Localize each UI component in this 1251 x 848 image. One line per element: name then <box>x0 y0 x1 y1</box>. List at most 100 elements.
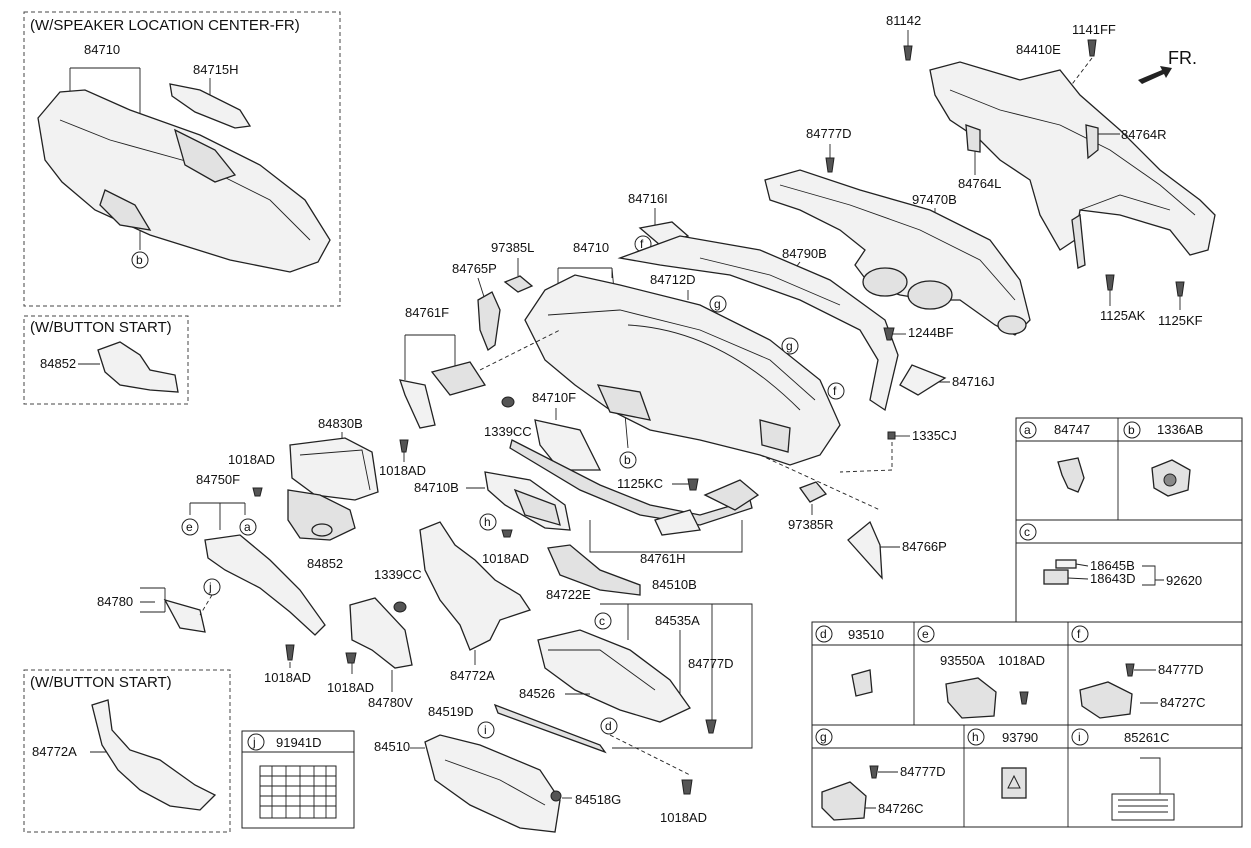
legend-g-callout-text: g <box>820 730 827 744</box>
defrost-nozzle-84790B <box>617 235 899 412</box>
speaker-grille-97385L <box>503 275 534 293</box>
label-84777D-top: 84777D <box>806 126 852 141</box>
label-84764L: 84764L <box>958 176 1001 191</box>
label-84710-inset: 84710 <box>84 42 120 57</box>
legend-f-part-1: 84777D <box>1158 662 1204 677</box>
label-84526: 84526 <box>519 686 555 701</box>
clip-84747 <box>1057 457 1085 493</box>
legend-e-callout-text: e <box>922 627 929 641</box>
label-1244BF: 1244BF <box>908 325 954 340</box>
label-1018AD-c: 1018AD <box>482 551 529 566</box>
callout-j <box>203 578 221 596</box>
speaker-grille-97385R <box>798 481 828 503</box>
shroud-84852-hole <box>311 523 333 537</box>
crash-pad-inset-vent <box>99 189 152 231</box>
label-1339CC-a: 1339CC <box>484 424 532 439</box>
label-84510: 84510 <box>374 739 410 754</box>
trim-strip <box>509 439 753 526</box>
dash-j <box>199 594 213 616</box>
label-84722E: 84722E <box>546 587 591 602</box>
callout-d <box>600 717 618 735</box>
bolt-1125KF <box>1175 281 1185 297</box>
cowl-crossbar-detail <box>949 89 1196 216</box>
air-duct-outlet-1 <box>862 267 908 297</box>
legend-f-callout <box>1071 625 1089 643</box>
label-84772A-inset: 84772A <box>32 744 77 759</box>
clip-1339CC-b <box>393 601 407 613</box>
callout-c-text: c <box>599 614 605 628</box>
label-84510B: 84510B <box>652 577 697 592</box>
cowl-leg <box>1071 213 1086 269</box>
leader-84780 <box>140 587 166 613</box>
legend-b-part: 1336AB <box>1157 422 1203 437</box>
screw-1018AD-e <box>345 652 357 664</box>
bracket-84772A <box>419 521 532 651</box>
legend-a-callout <box>1019 421 1037 439</box>
legend-g-callout <box>815 728 833 746</box>
vent-bezel-84761F <box>399 379 436 429</box>
air-duct-outlet-2 <box>907 280 953 310</box>
callout-g-2 <box>781 337 799 355</box>
legend-a-part: 84747 <box>1054 422 1090 437</box>
legend-d-part: 93510 <box>848 627 884 642</box>
legend-e-part-2: 1018AD <box>998 653 1045 668</box>
label-84780V: 84780V <box>368 695 413 710</box>
lower-panel-84750F <box>204 534 326 636</box>
label-1018AD-f: 1018AD <box>660 810 707 825</box>
leader-84761H <box>589 520 743 553</box>
switch-93510 <box>851 669 873 697</box>
legend-g-part-2: 84726C <box>878 801 924 816</box>
callout-g-1 <box>709 295 727 313</box>
label-84716I: 84716I <box>628 191 668 206</box>
label-84780: 84780 <box>97 594 133 609</box>
inset-button-start-1-title: (W/BUTTON START) <box>30 319 172 336</box>
vent-84761H <box>703 479 760 511</box>
screw-84777D-f <box>1125 663 1135 677</box>
callout-i <box>477 721 495 739</box>
bumper-84518G <box>550 790 562 802</box>
screw-1244BF <box>883 327 895 341</box>
legend-i-part: 85261C <box>1124 730 1170 745</box>
center-vent-grille <box>513 488 561 526</box>
leader-84710-main <box>557 267 629 449</box>
clip-1335CJ <box>887 431 896 440</box>
switch-93550A <box>945 677 997 719</box>
label-84715H: 84715H <box>193 62 239 77</box>
label-1018AD-d: 1018AD <box>264 670 311 685</box>
front-arrow-icon <box>1138 66 1172 84</box>
callout-g-1-text: g <box>714 297 721 311</box>
bolt-1141FF <box>1087 39 1097 57</box>
inset-button-start-2-title: (W/BUTTON START) <box>30 674 172 691</box>
label-84710F: 84710F <box>532 390 576 405</box>
inset-speaker-frame <box>23 11 341 307</box>
label-84761H: 84761H <box>640 551 686 566</box>
legend-c-bracket <box>1142 565 1164 586</box>
callout-c <box>594 612 612 630</box>
label-1339CC-b: 1339CC <box>374 567 422 582</box>
label-84790B: 84790B <box>782 246 827 261</box>
cover-84780V <box>349 597 413 669</box>
legend-c-callout-text: c <box>1024 525 1030 539</box>
crash-pad-inset-shape <box>37 89 331 273</box>
cover-84716J <box>899 364 947 396</box>
label-84410E: 84410E <box>1016 42 1061 57</box>
legend-f-part-2: 84727C <box>1160 695 1206 710</box>
label-84710-main: 84710 <box>573 240 609 255</box>
label-1335CJ: 1335CJ <box>912 428 957 443</box>
trim-84765P <box>477 291 501 352</box>
legend-c-callout <box>1019 523 1037 541</box>
label-1018AD-b: 1018AD <box>379 463 426 478</box>
label-84716J: 84716J <box>952 374 995 389</box>
legend-i-callout <box>1071 728 1089 746</box>
label-97385R: 97385R <box>788 517 834 532</box>
screw-1018AD-b <box>399 439 409 453</box>
cowl-crossbar-detail-2 <box>1079 194 1171 211</box>
label-sticker-grid <box>260 766 336 818</box>
label-sticker-91941D <box>259 765 337 819</box>
screw-1018AD-f <box>681 779 693 795</box>
inset-speaker-title: (W/SPEAKER LOCATION CENTER-FR) <box>30 17 300 34</box>
label-84518G: 84518G <box>575 792 621 807</box>
label-84852-main: 84852 <box>307 556 343 571</box>
glove-box-84510 <box>424 734 561 833</box>
